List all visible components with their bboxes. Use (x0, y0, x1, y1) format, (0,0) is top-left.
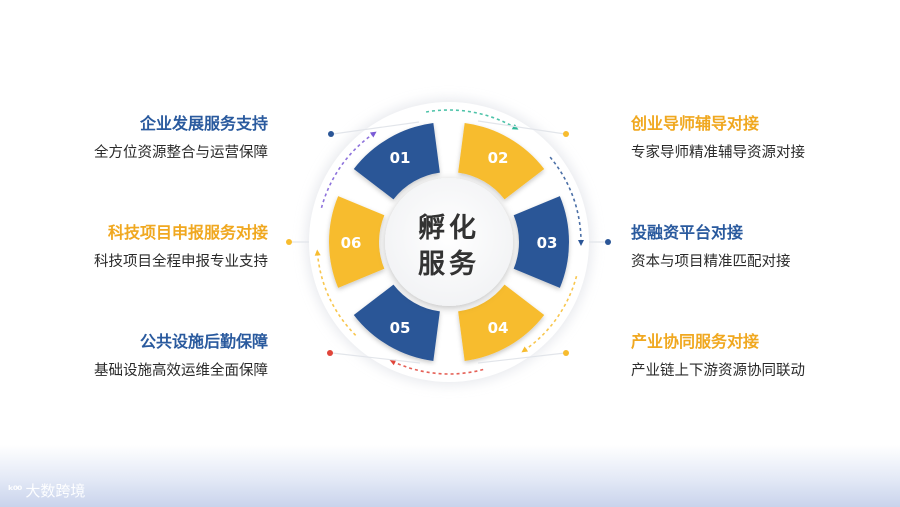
item-desc: 产业链上下游资源协同联动 (631, 363, 805, 379)
connectors (292, 120, 606, 364)
segment-02 (458, 123, 545, 200)
item-desc: 资本与项目精准匹配对接 (631, 254, 791, 270)
connector-dot-02 (563, 131, 569, 137)
item-title: 企业发展服务支持 (139, 114, 268, 133)
connector-dot-05 (327, 350, 333, 356)
flow-arrow-4 (389, 359, 397, 366)
segment-number-05: 05 (390, 319, 411, 337)
flow-arrow-5 (314, 249, 321, 256)
item-desc: 科技项目全程申报专业支持 (94, 254, 268, 270)
segment-ring: 01 02 03 04 05 06 (329, 123, 569, 361)
segment-01 (353, 123, 440, 200)
item-enterprise-development: 企业发展服务支持 全方位资源整合与运营保障 (94, 113, 268, 164)
item-mentor-guidance: 创业导师辅导对接 专家导师精准辅导资源对接 (631, 113, 805, 164)
item-title: 投融资平台对接 (631, 223, 744, 242)
flow-arrow-3 (521, 346, 529, 353)
flow-arrow-6 (369, 131, 377, 138)
item-desc: 专家导师精准辅导资源对接 (631, 145, 805, 161)
segment-number-03: 03 (537, 234, 558, 252)
segment-04 (458, 284, 545, 361)
segment-number-06: 06 (341, 234, 362, 252)
item-industry-collaboration: 产业协同服务对接 产业链上下游资源协同联动 (631, 331, 805, 382)
segment-number-01: 01 (390, 149, 411, 167)
item-title: 创业导师辅导对接 (631, 114, 760, 133)
flow-arcs (314, 109, 584, 375)
segment-number-02: 02 (488, 149, 509, 167)
segment-06 (329, 196, 385, 288)
watermark-text: 大数跨境 (25, 481, 86, 500)
connector-dot-06 (286, 239, 292, 245)
item-title: 产业协同服务对接 (631, 332, 760, 351)
item-tech-project-application: 科技项目申报服务对接 科技项目全程申报专业支持 (94, 222, 268, 273)
connector-dot-04 (563, 350, 569, 356)
segment-05 (353, 284, 440, 361)
connector-dot-03 (605, 239, 611, 245)
item-desc: 基础设施高效运维全面保障 (94, 363, 268, 379)
segment-03 (513, 196, 569, 288)
watermark: ᵏ⁰⁰ 大数跨境 (8, 479, 85, 501)
item-public-facilities: 公共设施后勤保障 基础设施高效运维全面保障 (94, 331, 268, 382)
watermark-logo-icon: ᵏ⁰⁰ (8, 483, 22, 497)
center-label-line2: 服务 (418, 249, 480, 280)
center-label-line1: 孵化 (418, 212, 480, 244)
center-hub (385, 178, 513, 306)
item-title: 公共设施后勤保障 (139, 332, 268, 351)
bottom-gradient-band (0, 445, 900, 507)
flow-arrow-2 (578, 240, 584, 246)
connector-dot-01 (328, 131, 334, 137)
item-investment-financing: 投融资平台对接 资本与项目精准匹配对接 (631, 222, 791, 273)
item-desc: 全方位资源整合与运营保障 (94, 145, 268, 161)
item-title: 科技项目申报服务对接 (107, 223, 268, 242)
segment-number-04: 04 (488, 319, 509, 337)
